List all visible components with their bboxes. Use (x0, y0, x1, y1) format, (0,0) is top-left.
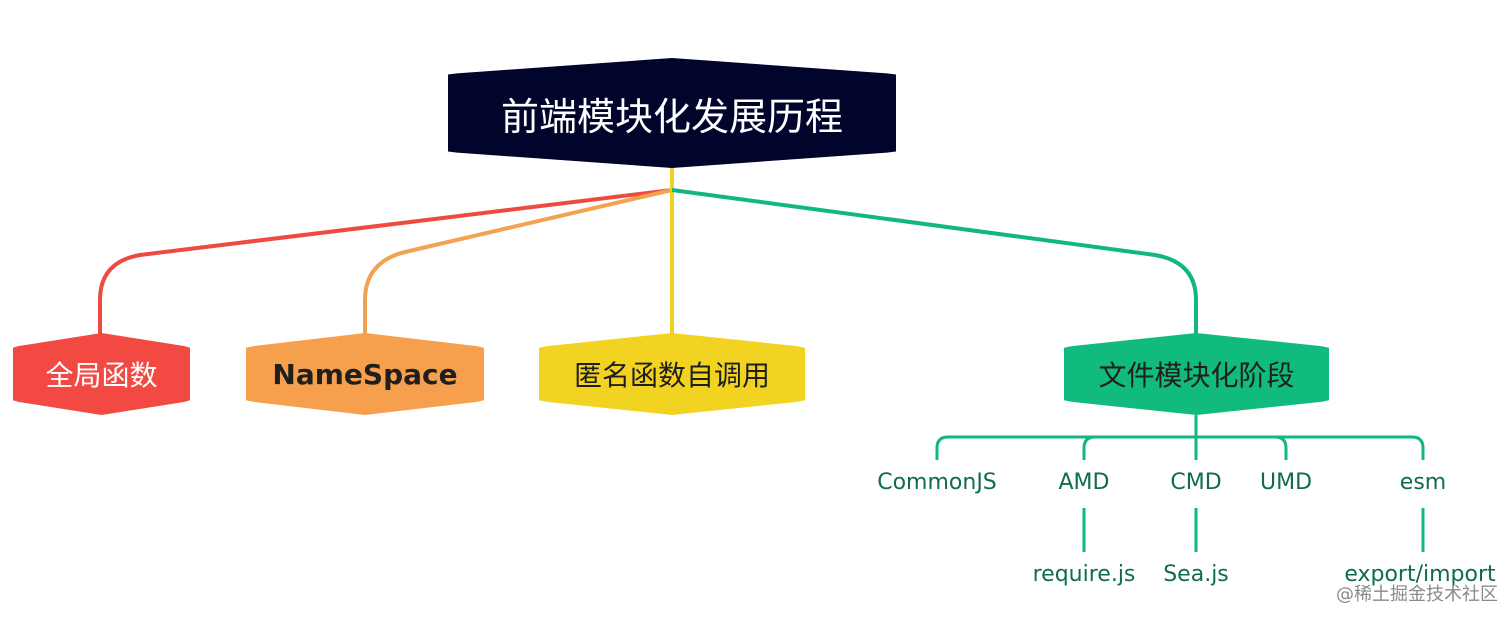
subtopic-esm[interactable]: esm (1399, 470, 1447, 495)
watermark-text: @稀土掘金技术社区 (1336, 584, 1498, 605)
subtopic-umd[interactable]: UMD (1259, 470, 1313, 495)
topic-file-modules[interactable]: 文件模块化阶段 (1064, 333, 1329, 415)
topic-label: NameSpace (272, 357, 458, 391)
connector-file-bus (935, 415, 1425, 460)
topic-label: 全局函数 (45, 359, 158, 392)
subtopic-cmd[interactable]: CMD (1170, 470, 1222, 495)
topic-global-functions[interactable]: 全局函数 (13, 333, 190, 415)
topic-label: 匿名函数自调用 (573, 359, 770, 392)
leaf-seajs[interactable]: Sea.js (1163, 562, 1229, 587)
connector-root-namespace (363, 188, 673, 336)
topic-label: 文件模块化阶段 (1098, 359, 1295, 392)
root-topic-label: 前端模块化发展历程 (500, 94, 843, 139)
leaf-requirejs[interactable]: require.js (1032, 562, 1136, 587)
root-topic[interactable]: 前端模块化发展历程 (448, 58, 896, 168)
leaf-export-import[interactable]: export/import (1344, 562, 1496, 587)
subtopic-amd[interactable]: AMD (1058, 470, 1110, 495)
connector-root-file (671, 188, 1198, 336)
subtopic-commonjs[interactable]: CommonJS (877, 470, 997, 495)
topic-iife[interactable]: 匿名函数自调用 (539, 333, 805, 415)
topic-namespace[interactable]: NameSpace (246, 333, 484, 415)
connector-root-global (98, 188, 673, 336)
